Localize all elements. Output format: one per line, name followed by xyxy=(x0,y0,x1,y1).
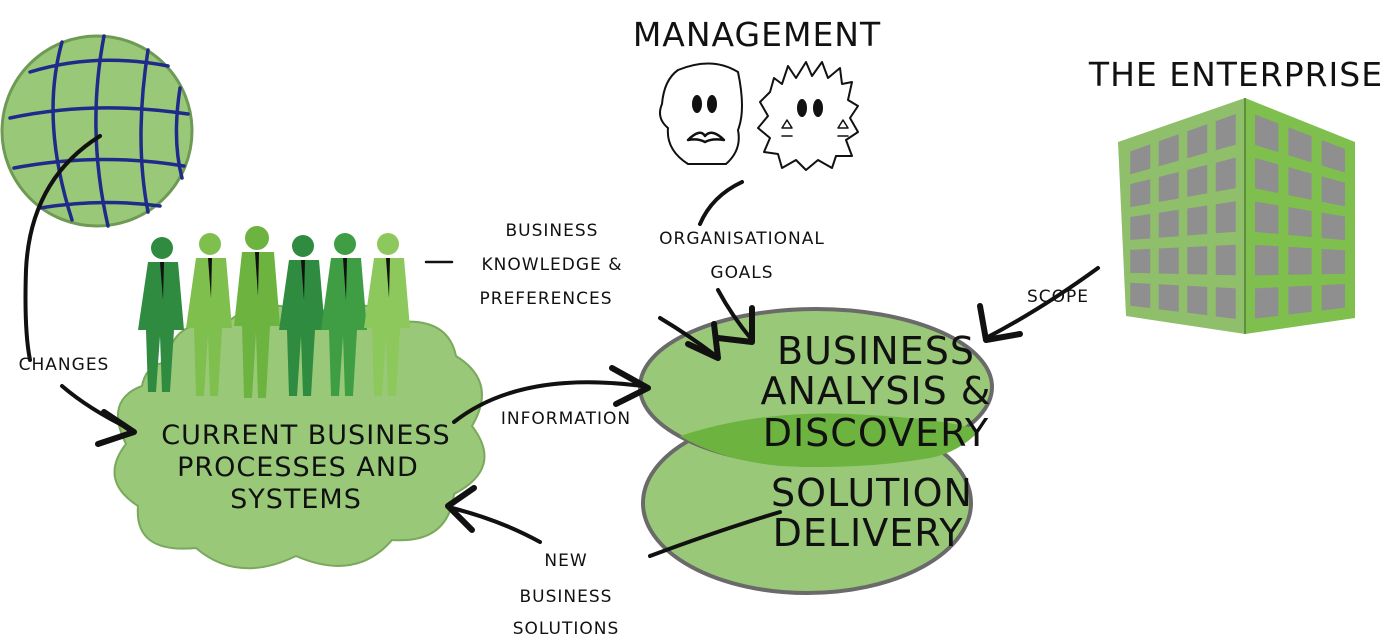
current-business-line-3: SYSTEMS xyxy=(230,484,362,515)
building-window xyxy=(1215,157,1236,192)
business-analysis-label: BUSINESS ANALYSIS & DISCOVERY xyxy=(761,329,992,455)
building-window xyxy=(1215,244,1236,276)
globe-icon xyxy=(0,34,194,228)
building-window xyxy=(1187,205,1208,236)
management-label: MANAGEMENT xyxy=(633,15,881,54)
person-1 xyxy=(138,237,184,392)
manager-hairy-face-icon xyxy=(757,61,859,171)
building-window xyxy=(1288,127,1312,163)
management-connector xyxy=(698,180,744,226)
goals-connector xyxy=(715,288,755,345)
building-window xyxy=(1130,179,1151,208)
building-window xyxy=(1288,167,1312,200)
business-knowledge-line-1: BUSINESS xyxy=(506,221,599,241)
building-window xyxy=(1288,285,1312,315)
building-window xyxy=(1215,114,1236,151)
enterprise-label: THE ENTERPRISE xyxy=(1088,55,1383,94)
new-solutions-line-3: SOLUTIONS xyxy=(513,619,620,639)
building-window xyxy=(1255,287,1279,319)
current-business-line-2: PROCESSES AND xyxy=(177,452,419,483)
new-solutions-line-1: NEW xyxy=(544,551,587,571)
office-building-icon xyxy=(1118,98,1355,334)
building-window xyxy=(1158,172,1179,203)
changes-label: CHANGES xyxy=(19,355,110,375)
person-6 xyxy=(364,233,410,396)
manager-face-icon xyxy=(659,62,743,165)
business-knowledge-line-2: KNOWLEDGE & xyxy=(482,255,623,275)
building-window xyxy=(1255,114,1279,153)
building-window xyxy=(1187,285,1208,316)
changes-connector xyxy=(23,134,137,447)
building-window xyxy=(1321,140,1345,173)
building-windows xyxy=(1130,114,1345,319)
information-connector xyxy=(452,365,651,424)
scope-connector xyxy=(977,266,1100,343)
building-window xyxy=(1321,176,1345,207)
person-5 xyxy=(321,233,367,396)
knowledge-connector xyxy=(424,260,721,361)
business-analysis-line-2: ANALYSIS & xyxy=(761,369,992,413)
organisational-goals-label: ORGANISATIONAL GOALS xyxy=(659,229,825,283)
building-window xyxy=(1158,209,1179,238)
new-solutions-line-2: BUSINESS xyxy=(520,587,613,607)
business-analysis-line-1: BUSINESS xyxy=(777,329,975,373)
building-window xyxy=(1321,284,1345,311)
business-knowledge-line-3: PREFERENCES xyxy=(480,289,613,309)
building-window xyxy=(1130,144,1151,175)
building-window xyxy=(1215,201,1236,234)
building-window xyxy=(1321,248,1345,275)
building-window xyxy=(1288,207,1312,238)
solution-delivery-line-2: DELIVERY xyxy=(773,511,964,555)
building-window xyxy=(1321,212,1345,241)
building-window xyxy=(1255,244,1279,276)
building-window xyxy=(1130,248,1151,274)
person-3 xyxy=(234,226,280,398)
building-window xyxy=(1215,287,1236,319)
building-window xyxy=(1158,247,1179,274)
building-window xyxy=(1130,214,1151,241)
business-analysis-disc xyxy=(638,307,994,467)
business-analysis-line-3: DISCOVERY xyxy=(763,411,990,455)
building-window xyxy=(1158,284,1179,312)
solution-delivery-label: SOLUTION DELIVERY xyxy=(771,471,973,555)
person-2 xyxy=(186,233,232,396)
current-business-line-1: CURRENT BUSINESS xyxy=(161,420,450,451)
building-window xyxy=(1255,157,1279,194)
building-window xyxy=(1255,201,1279,235)
goals-line-2: GOALS xyxy=(710,263,773,283)
business-knowledge-label: BUSINESS KNOWLEDGE & PREFERENCES xyxy=(480,221,623,309)
building-window xyxy=(1130,282,1151,309)
new-solutions-label: NEW BUSINESS SOLUTIONS xyxy=(513,551,620,639)
person-4 xyxy=(279,235,325,396)
information-label: INFORMATION xyxy=(501,409,631,429)
solution-delivery-line-1: SOLUTION xyxy=(771,471,973,515)
current-business-label: CURRENT BUSINESS PROCESSES AND SYSTEMS xyxy=(161,420,450,515)
goals-line-1: ORGANISATIONAL xyxy=(659,229,825,249)
new-solutions-connector xyxy=(445,485,782,558)
scope-label: SCOPE xyxy=(1027,287,1089,307)
people-group-icon xyxy=(138,226,410,398)
building-window xyxy=(1187,246,1208,275)
building-window xyxy=(1187,124,1208,159)
building-window xyxy=(1187,164,1208,197)
building-window xyxy=(1158,134,1179,167)
building-window xyxy=(1288,246,1312,275)
